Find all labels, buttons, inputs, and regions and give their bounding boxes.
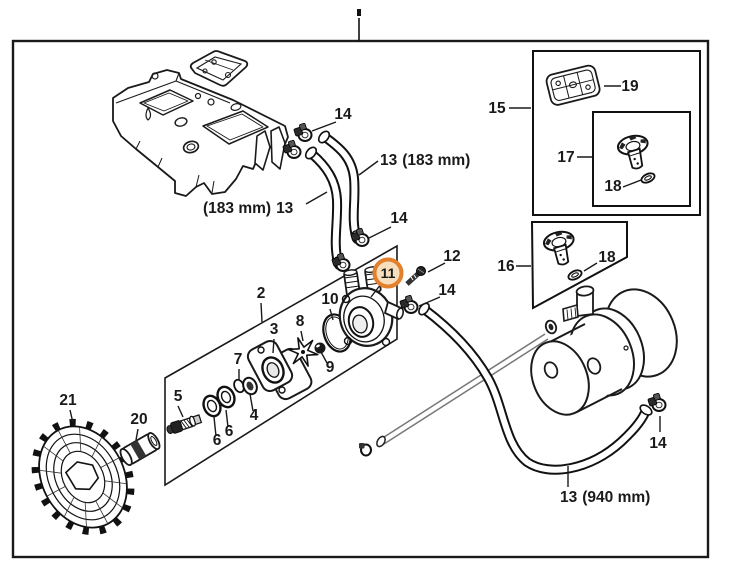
knob-16	[541, 228, 580, 269]
callout-13-183-left[interactable]: (183 mm)13	[203, 200, 294, 217]
tank	[530, 285, 678, 416]
callout-14-mid[interactable]: 14	[390, 210, 408, 227]
callout-19[interactable]: 19	[621, 78, 639, 95]
callout-7[interactable]: 7	[234, 351, 243, 368]
part-8-impeller	[287, 337, 319, 367]
o-ring-18-lower	[566, 267, 584, 283]
clamp-14-top-a	[291, 121, 313, 142]
callout-5[interactable]: 5	[174, 388, 183, 405]
callout-13-940[interactable]: 13(940 mm)	[560, 489, 650, 506]
part-9-nut	[314, 342, 326, 354]
pump-outlet	[383, 300, 405, 321]
callout-14-tank[interactable]: 14	[649, 435, 667, 452]
callout-11-label: 11	[381, 265, 396, 281]
callout-6-a[interactable]: 6	[213, 432, 222, 449]
callout-2[interactable]: 2	[257, 285, 266, 302]
part-20-coupling	[119, 432, 161, 466]
callout-17[interactable]: 17	[557, 149, 574, 166]
kit-box-16	[530, 221, 628, 310]
callout-15[interactable]: 15	[488, 100, 506, 117]
tank-elbow-fitting	[544, 285, 595, 335]
part-4-seal-ring	[242, 376, 258, 396]
filter-plate-19	[545, 64, 601, 106]
callout-4[interactable]: 4	[250, 407, 259, 424]
page-frame	[11, 9, 710, 559]
callout-12[interactable]: 12	[443, 248, 460, 265]
part-12-screw	[405, 266, 426, 286]
shroud-cover-plate	[189, 50, 249, 87]
callout-9[interactable]: 9	[326, 359, 335, 376]
page-top-tick	[357, 9, 361, 41]
callout-13-183-right[interactable]: 13(183 mm)	[380, 152, 470, 169]
callout-20[interactable]: 20	[130, 411, 147, 428]
o-ring-18-upper	[639, 170, 657, 186]
part-3-pump-flange	[246, 340, 313, 401]
callout-6-b[interactable]: 6	[225, 423, 234, 440]
pump-assembly-panel	[164, 244, 398, 487]
kit-box-15	[532, 50, 701, 216]
kit-box-17	[592, 111, 691, 207]
callout-18-lower[interactable]: 18	[598, 249, 616, 266]
highlighted-callout-11[interactable]: 11	[372, 257, 404, 289]
callout-3[interactable]: 3	[270, 321, 279, 338]
callout-21[interactable]: 21	[59, 392, 77, 409]
thin-tube	[359, 333, 549, 457]
hoses-183	[304, 130, 361, 270]
callout-16[interactable]: 16	[497, 258, 515, 275]
part-5-worm-shaft	[166, 414, 203, 435]
callout-10[interactable]: 10	[321, 291, 338, 308]
tube-clamp	[359, 443, 372, 457]
callout-18-upper[interactable]: 18	[604, 178, 622, 195]
engine-housing	[112, 69, 289, 197]
callout-labels: 14 13(183 mm) (183 mm)13 14 12 14 2 10 8…	[59, 78, 667, 506]
callout-14-pump[interactable]: 14	[438, 282, 456, 299]
callout-8[interactable]: 8	[296, 313, 305, 330]
part-11-pump-housing	[338, 266, 405, 347]
knob-17	[615, 132, 654, 173]
callout-14-top[interactable]: 14	[334, 106, 352, 123]
hose-940	[418, 302, 653, 475]
leader-lines	[69, 85, 661, 487]
